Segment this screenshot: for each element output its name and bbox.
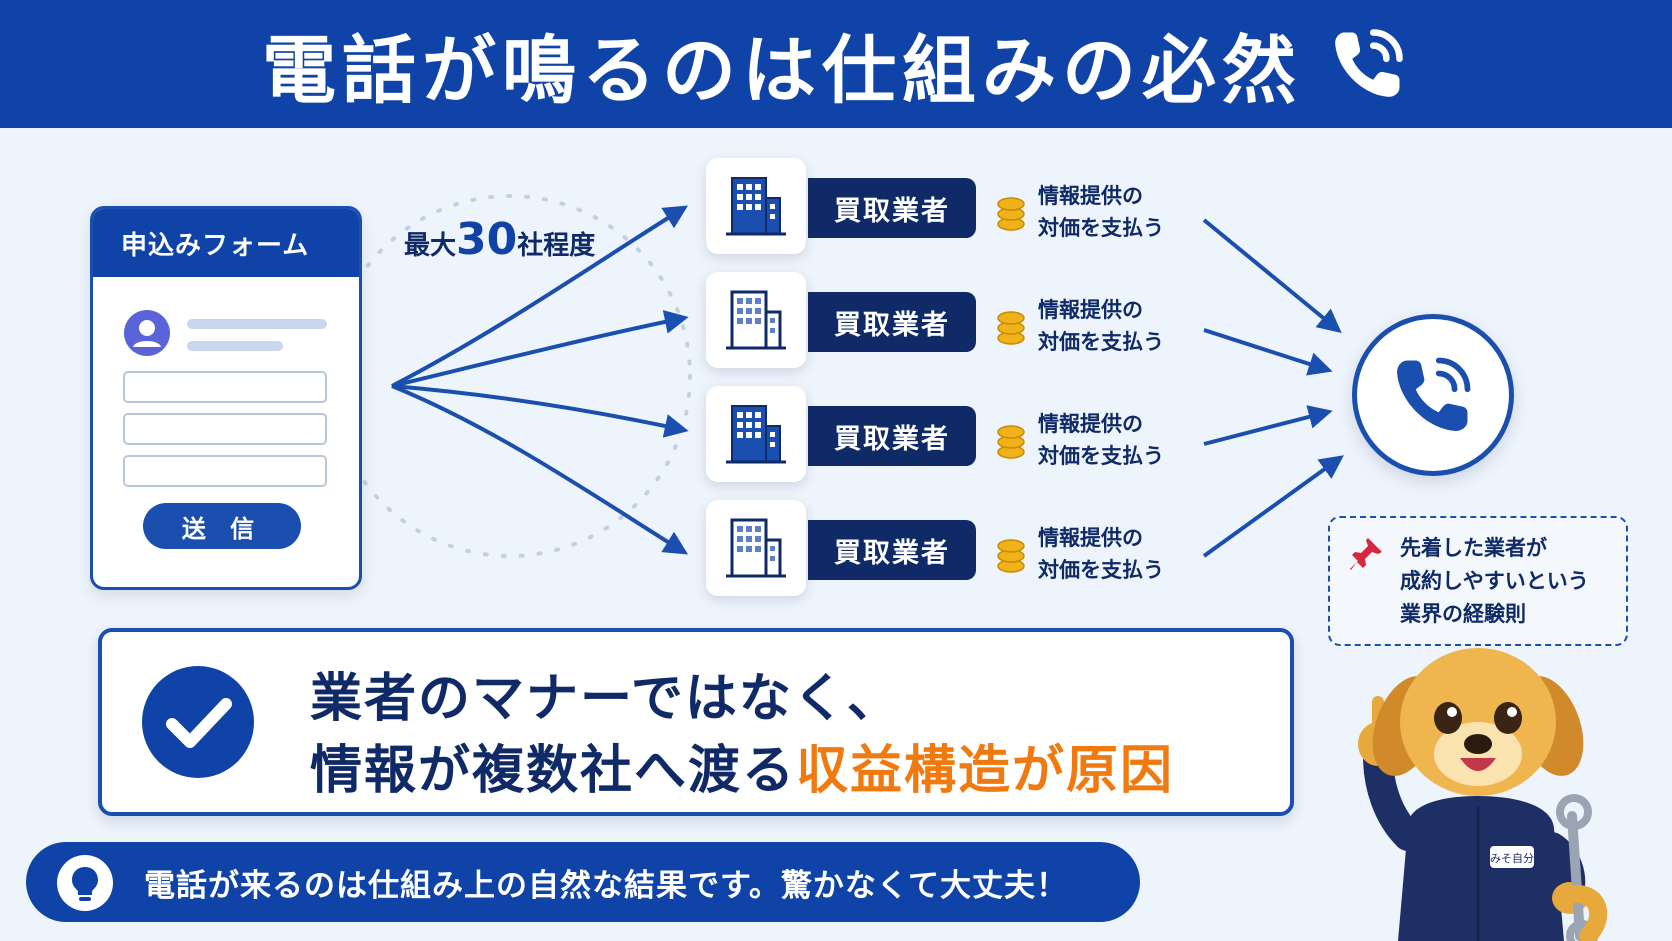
submit-button[interactable]: 送 信 [143, 503, 301, 549]
header-bar: 電話が鳴るのは仕組みの必然 [0, 0, 1672, 128]
arrow-to-vendor-1 [391, 205, 689, 388]
form-input-field-3[interactable] [123, 455, 327, 487]
application-form-card: 申込みフォーム 送 信 [90, 206, 362, 590]
tip-banner: 電話が来るのは仕組み上の自然な結果です。驚かなくて大丈夫！ [26, 842, 1140, 922]
check-circle-icon [142, 666, 254, 778]
coin-stack-icon [997, 425, 1025, 459]
pushpin-icon [1350, 538, 1382, 570]
phone-ringing-icon [1335, 29, 1403, 97]
lightbulb-icon [57, 855, 113, 911]
dotted-spread-circle [328, 194, 692, 558]
dog-mascot-illustration: みそ自分 [1358, 648, 1608, 941]
arrow-to-vendor-2 [391, 310, 689, 388]
conclusion-line-1: 業者のマナーではなく、 [310, 669, 901, 729]
arrow-vendor-2-to-phone [1203, 328, 1333, 376]
coin-stack-icon [997, 197, 1025, 231]
building-icon [706, 500, 806, 596]
vendor-label: 買取業者 [808, 406, 976, 466]
vendor-label: 買取業者 [808, 292, 976, 352]
vendor-label: 買取業者 [808, 520, 976, 580]
max-suffix: 社程度 [517, 231, 596, 261]
max-number: 30 [456, 214, 518, 265]
payment-text: 情報提供の対価を支払う [1038, 184, 1164, 240]
form-title: 申込みフォーム [93, 209, 359, 277]
arrow-to-vendor-4 [391, 384, 689, 555]
form-input-field-2[interactable] [123, 413, 327, 445]
conclusion-box: 業者のマナーではなく、 情報が複数社へ渡る収益構造が原因 [98, 628, 1294, 816]
payment-text: 情報提供の対価を支払う [1038, 298, 1164, 354]
arrow-vendor-3-to-phone [1203, 405, 1333, 446]
form-placeholder-line [187, 341, 283, 351]
payment-text: 情報提供の対価を支払う [1038, 526, 1164, 582]
vendor-label: 買取業者 [808, 178, 976, 238]
svg-text:みそ自分: みそ自分 [1490, 852, 1534, 865]
conclusion-line-2: 情報が複数社へ渡る収益構造が原因 [310, 741, 1175, 801]
form-placeholder-line [187, 319, 327, 329]
form-input-field-1[interactable] [123, 371, 327, 403]
highlight-revenue-structure: 収益構造 [796, 741, 1013, 801]
page-title: 電話が鳴るのは仕組みの必然 [262, 27, 1302, 114]
tip-text: 電話が来るのは仕組み上の自然な結果です。驚かなくて大丈夫！ [144, 868, 1068, 904]
arrow-vendor-1-to-phone [1202, 218, 1342, 334]
arrow-to-vendor-3 [391, 384, 689, 438]
building-icon [706, 158, 806, 254]
phone-ringing-icon [1397, 357, 1471, 431]
coin-stack-icon [997, 539, 1025, 573]
building-icon [706, 386, 806, 482]
rule-of-thumb-note: 先着した業者が 成約しやすいという 業界の経験則 [1328, 516, 1628, 646]
coin-stack-icon [997, 311, 1025, 345]
payment-text: 情報提供の対価を支払う [1038, 412, 1164, 468]
building-icon [706, 272, 806, 368]
user-avatar-icon [124, 310, 170, 356]
arrow-vendor-4-to-phone [1202, 455, 1344, 558]
incoming-call-circle [1352, 314, 1514, 476]
max-prefix: 最大 [404, 231, 457, 261]
note-text: 先着した業者が 成約しやすいという 業界の経験則 [1400, 536, 1589, 626]
max-companies-label: 最大30社程度 [404, 214, 595, 265]
